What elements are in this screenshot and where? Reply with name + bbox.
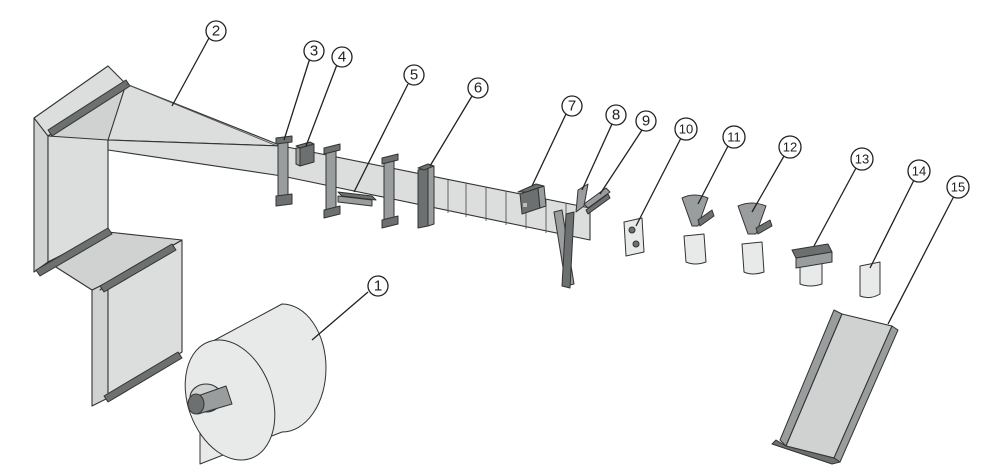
callout-1: 1	[367, 275, 389, 297]
callout-15: 15	[946, 175, 970, 199]
callout-12: 12	[778, 135, 802, 159]
callout-6: 6	[467, 77, 489, 99]
perforator-10	[623, 217, 645, 257]
leader-2	[171, 37, 210, 107]
callout-15-label: 15	[951, 180, 965, 195]
callout-10: 10	[674, 117, 698, 141]
callout-13: 13	[850, 147, 874, 171]
callouts: 1 2 3 4 5 6 7 8 9 10 11 12 13 14 15	[171, 20, 970, 341]
callout-7-label: 7	[568, 98, 576, 115]
film-roll	[184, 303, 327, 465]
leader-8	[581, 123, 613, 191]
callout-4: 4	[331, 46, 353, 68]
callout-5-label: 5	[410, 67, 418, 84]
sealing-block-6	[417, 163, 435, 229]
callout-14-label: 14	[912, 164, 926, 179]
leader-1	[311, 291, 369, 341]
callout-11: 11	[722, 125, 746, 149]
leader-10	[635, 137, 682, 227]
callout-9-label: 9	[642, 113, 650, 130]
callout-2: 2	[205, 20, 227, 42]
leader-6	[429, 95, 473, 167]
discharge-chute-15	[771, 309, 899, 465]
callout-7: 7	[561, 95, 583, 117]
leader-4	[305, 61, 339, 147]
callout-5: 5	[403, 64, 425, 86]
callout-3: 3	[303, 40, 325, 62]
callout-9: 9	[635, 110, 657, 132]
film-web	[107, 139, 591, 241]
leader-12	[751, 155, 785, 213]
callout-8-label: 8	[612, 107, 620, 124]
leader-9	[599, 129, 643, 195]
vertical-guide-a	[323, 143, 341, 219]
horizontal-guide-5	[337, 191, 377, 207]
leader-13	[813, 167, 857, 247]
callout-14: 14	[907, 159, 931, 183]
leader-15	[887, 195, 955, 325]
cutter-blades-8	[553, 183, 589, 289]
vertical-guide-b	[381, 153, 399, 229]
callout-12-label: 12	[783, 140, 797, 155]
sensor-box-4	[295, 141, 315, 167]
leader-14	[869, 179, 915, 269]
leader-5	[353, 83, 409, 193]
leader-11	[697, 145, 729, 205]
callout-3-label: 3	[310, 43, 318, 60]
callout-6-label: 6	[474, 80, 482, 97]
leader-7	[531, 113, 567, 187]
printer-box-7	[517, 183, 547, 215]
callout-1-label: 1	[374, 278, 382, 295]
callout-11-label: 11	[727, 130, 741, 145]
film-forming-frame	[33, 65, 283, 407]
guide-bar-9	[583, 187, 611, 215]
callout-4-label: 4	[338, 49, 346, 66]
filling-funnel-11	[681, 194, 715, 265]
sealing-jaw-13	[791, 243, 833, 287]
filling-funnel-12	[737, 202, 773, 275]
leader-3	[283, 57, 311, 141]
callout-13-label: 13	[855, 152, 869, 167]
callout-8: 8	[605, 104, 627, 126]
finished-bag-14	[859, 261, 881, 299]
callout-2-label: 2	[212, 23, 220, 40]
callout-10-label: 10	[679, 122, 693, 137]
